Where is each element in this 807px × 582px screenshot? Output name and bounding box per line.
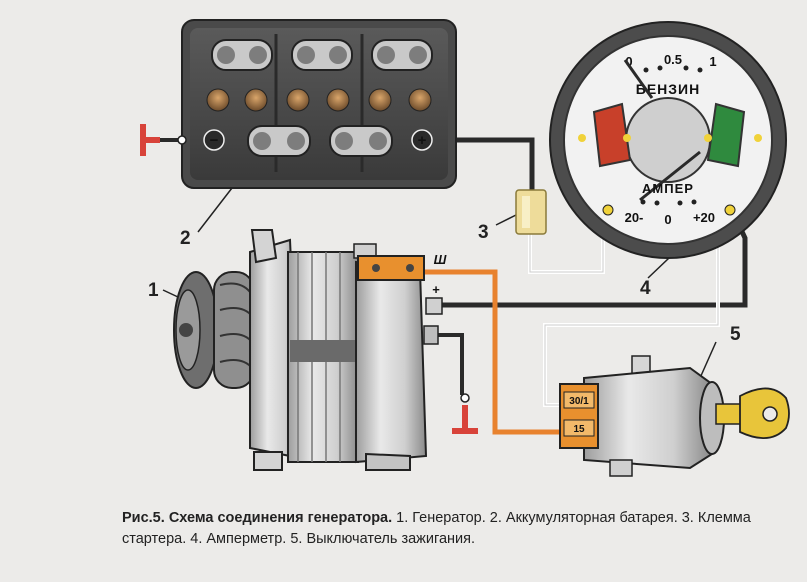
ignition-switch: 30/1 15: [559, 355, 790, 477]
callout-5: 5: [730, 324, 741, 345]
gauge-hub: [625, 97, 711, 183]
figure-caption: Рис.5. Схема соединения генератора. 1. Г…: [122, 508, 802, 550]
figure-legend: 1. Генератор. 2. Аккумуляторная батарея.…: [122, 510, 751, 547]
wire-excitation: [420, 269, 568, 435]
wire-generator-ground: [430, 333, 464, 395]
ammeter-gauge: 0 0.5 1 БЕНЗИН АМПЕР 20- 0 +20: [549, 21, 787, 259]
fuel-tick-0: 0: [625, 54, 632, 69]
fuel-tick-1: 1: [709, 54, 716, 69]
generator: Ш +: [173, 229, 447, 471]
callout-1: 1: [148, 280, 159, 301]
amp-tick-minus20: 20-: [625, 210, 644, 225]
ignition-key-icon: [715, 387, 790, 439]
terminal-plus-label: +: [432, 282, 440, 297]
excitation-connector: [357, 255, 425, 281]
amp-label: АМПЕР: [642, 181, 694, 196]
amp-tick-plus20: +20: [693, 210, 715, 225]
terminal-sh-label: Ш: [434, 252, 447, 267]
fan: [213, 271, 255, 389]
battery-minus-terminal: [203, 129, 225, 151]
switch-terminal-15: 15: [573, 424, 585, 435]
switch-terminal-30: 30/1: [569, 396, 589, 407]
callout-4: 4: [640, 278, 651, 299]
starter-terminal: [515, 189, 547, 235]
callout-3: 3: [478, 222, 489, 243]
fuel-label: БЕНЗИН: [636, 81, 700, 97]
fuel-red-window: [592, 102, 632, 168]
plus-label: +: [418, 132, 427, 149]
fuel-tick-half: 0.5: [664, 52, 682, 67]
figure-title: Схема соединения генератора.: [168, 510, 393, 526]
ground-symbol: [452, 393, 478, 434]
generator-plus-terminal: [425, 297, 443, 315]
battery-plus-terminal: [411, 129, 433, 151]
minus-label: −: [210, 132, 219, 149]
battery: − +: [177, 19, 457, 189]
amp-tick-0: 0: [664, 212, 671, 227]
ground-symbol: [140, 124, 160, 156]
filler-plugs: [206, 88, 432, 112]
callout-2: 2: [180, 228, 191, 249]
fuel-green-window: [706, 102, 746, 168]
figure-number: Рис.5.: [122, 510, 165, 526]
